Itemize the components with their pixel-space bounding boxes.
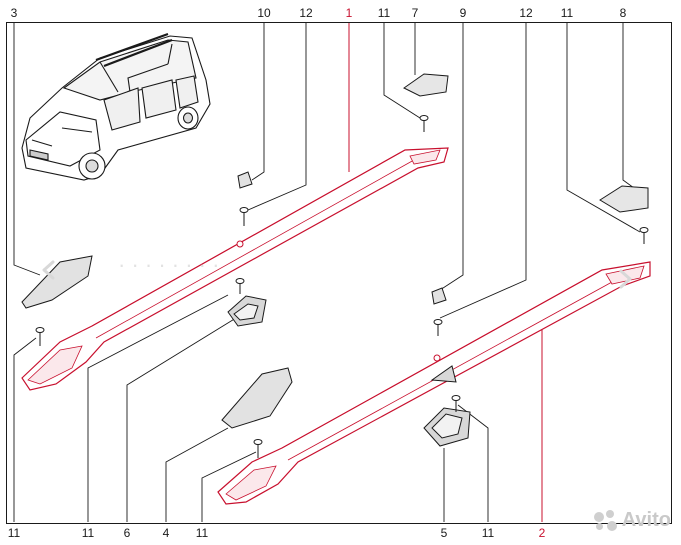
bolt-11-lower-right: [639, 227, 649, 244]
bolt-11-upper-right: [419, 115, 429, 132]
leader-b11b: [87, 294, 229, 522]
watermark-text: Avito: [621, 509, 671, 531]
callout-3: 3: [10, 6, 18, 20]
leader-9: [439, 22, 464, 291]
leader-11a: [383, 22, 421, 119]
bolt-11-center-left: [235, 278, 245, 294]
callout-2: 2: [538, 526, 546, 540]
chevron-right-icon[interactable]: [614, 268, 636, 290]
callout-7: 7: [411, 6, 419, 20]
callout-4: 4: [162, 526, 170, 540]
cap-7: [403, 73, 449, 97]
clip-9: [431, 287, 447, 305]
leader-8: [622, 22, 635, 189]
car-illustration: [21, 32, 211, 181]
leader-10: [251, 22, 265, 181]
trim-3: [21, 255, 93, 309]
callout-11: 11: [81, 526, 95, 540]
callout-11: 11: [377, 6, 391, 20]
trim-4: [221, 367, 293, 429]
callout-11: 11: [481, 526, 495, 540]
callout-6: 6: [123, 526, 131, 540]
callout-11: 11: [195, 526, 209, 540]
top-leaders: [13, 22, 641, 319]
callout-5: 5: [440, 526, 448, 540]
bolts: [35, 115, 649, 458]
callout-10: 10: [257, 6, 271, 20]
leader-3: [13, 22, 41, 276]
callout-8: 8: [619, 6, 627, 20]
faint-stamp: · · · · · · · ·: [118, 252, 219, 277]
leader-b6: [126, 317, 237, 522]
leader-11b: [566, 22, 641, 233]
chevron-left-icon[interactable]: [38, 259, 60, 281]
callout-9: 9: [459, 6, 467, 20]
clip-10: [237, 171, 253, 189]
bolt-11-lower-left: [253, 439, 263, 458]
bolt-11-lower-center: [451, 395, 461, 412]
avito-logo-icon: [592, 509, 618, 532]
callout-12: 12: [299, 6, 313, 20]
bolt-12-upper: [239, 207, 249, 226]
callout-11: 11: [7, 526, 21, 540]
leader-12b: [439, 22, 527, 319]
leader-b4: [165, 427, 229, 522]
callout-1: 1: [345, 6, 353, 20]
callout-11: 11: [560, 6, 574, 20]
leader-b11c: [201, 451, 257, 522]
avito-watermark: Avito: [592, 509, 671, 532]
cap-8: [599, 185, 649, 213]
leader-b11a: [13, 337, 37, 522]
leader-12a: [247, 22, 307, 211]
bottom-leaders: [13, 294, 489, 522]
trim-parts: [21, 73, 649, 447]
bolt-11-upper-left: [35, 327, 45, 346]
bolt-12-lower: [433, 319, 443, 336]
callout-12: 12: [519, 6, 533, 20]
roof-rail-1: [21, 147, 449, 391]
